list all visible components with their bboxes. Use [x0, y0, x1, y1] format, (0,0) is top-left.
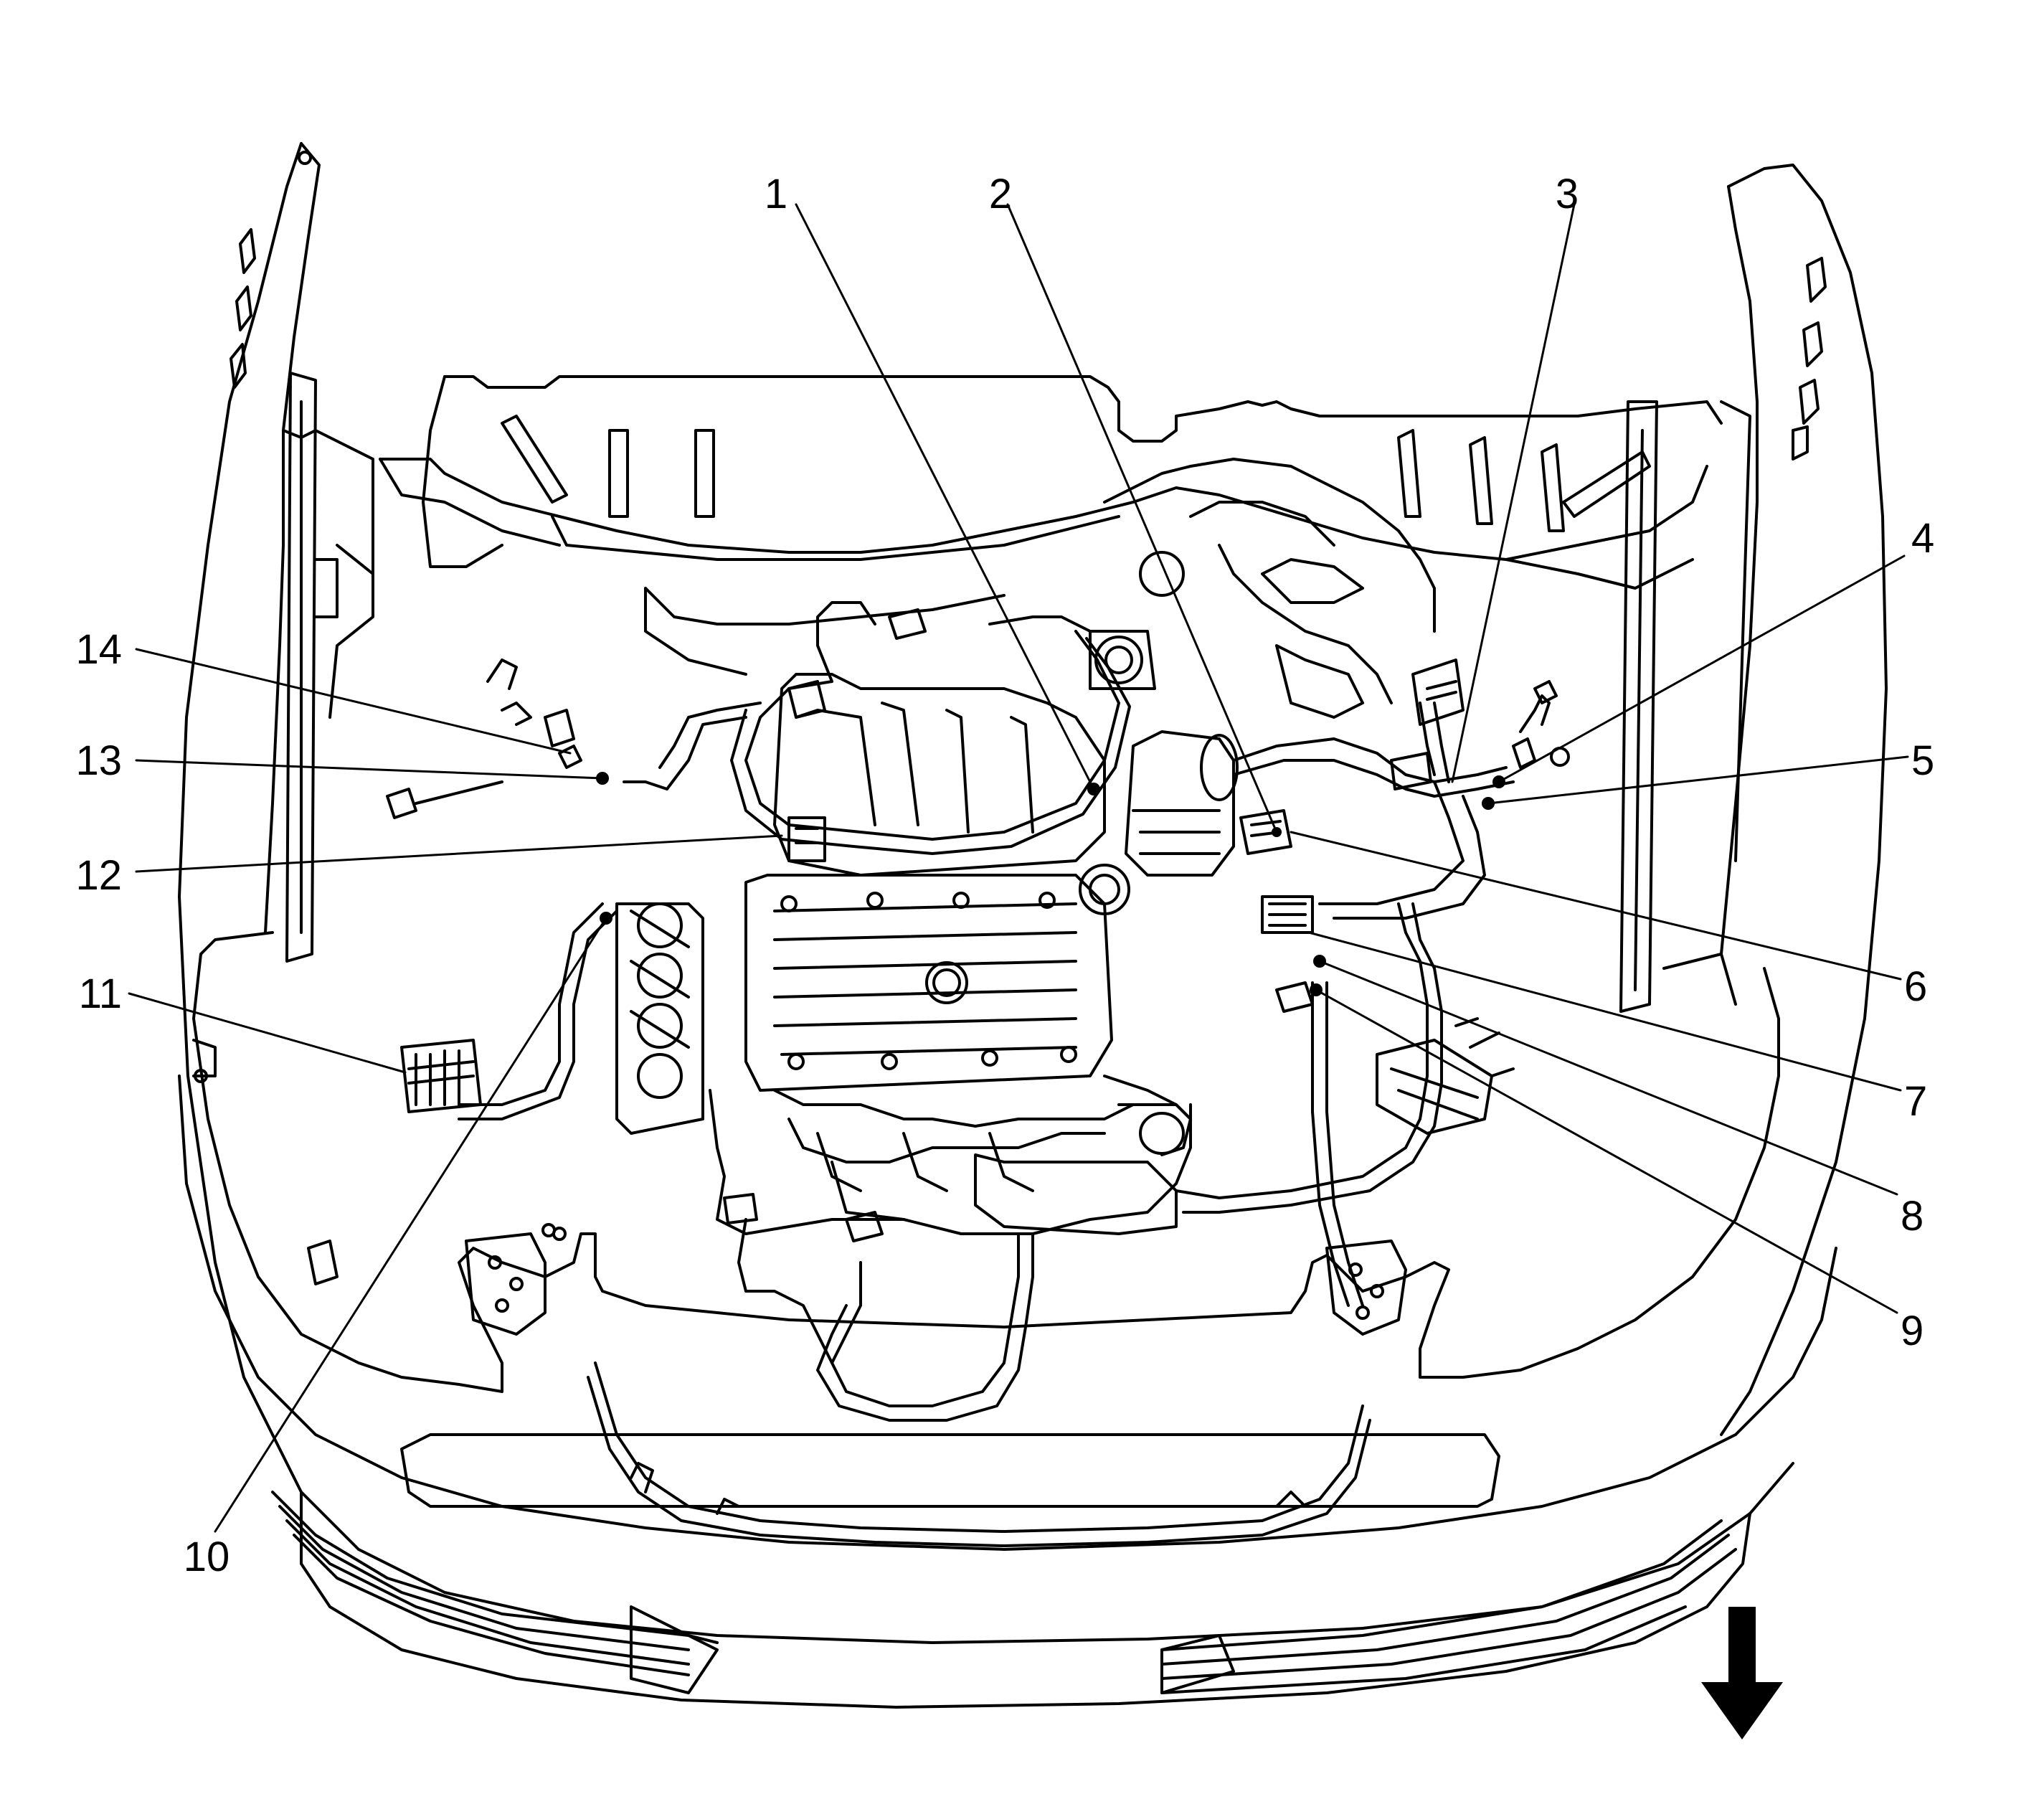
- callout-5: 5: [1911, 737, 1934, 784]
- callout-11: 11: [79, 971, 122, 1017]
- dot-1: [1087, 783, 1100, 796]
- dot-9: [1310, 983, 1323, 996]
- callout-8: 8: [1901, 1193, 1924, 1240]
- leader-4: [1497, 554, 1906, 783]
- dot-5: [1482, 797, 1495, 810]
- callout-10: 10: [184, 1534, 230, 1580]
- leader-7: [1307, 931, 1902, 1092]
- callout-numbers: 1 2 3 4 5 6 7 8 9 10 11 12 13 14: [75, 171, 1934, 1580]
- callout-3: 3: [1556, 171, 1579, 217]
- callout-7: 7: [1904, 1078, 1927, 1125]
- dot-10: [600, 912, 612, 925]
- leader-1: [795, 203, 1095, 790]
- leader-3: [1451, 203, 1576, 783]
- front-bumper: [178, 953, 1837, 1709]
- leader-12: [135, 834, 783, 873]
- dot-2: [1272, 827, 1282, 837]
- leader-10: [214, 917, 607, 1533]
- left-fender: [178, 142, 374, 1436]
- engine-assembly: [615, 551, 1239, 1235]
- callout-leaders: [128, 203, 1909, 1533]
- callout-1: 1: [765, 171, 787, 217]
- callout-13: 13: [75, 737, 122, 784]
- leader-11: [128, 992, 407, 1074]
- callout-14: 14: [75, 626, 122, 673]
- callout-dots: [596, 772, 1505, 996]
- down-arrow-icon: [1701, 1607, 1783, 1739]
- callout-2: 2: [989, 171, 1012, 217]
- cowl-firewall: [379, 375, 1723, 719]
- right-fender: [1619, 164, 1888, 1436]
- leader-6: [1290, 831, 1902, 981]
- dot-4: [1492, 775, 1505, 788]
- callout-4: 4: [1911, 515, 1934, 562]
- leader-9: [1315, 988, 1898, 1314]
- leader-5: [1487, 755, 1909, 805]
- wiring-harness: [458, 601, 1515, 1422]
- dot-13: [596, 772, 609, 785]
- leader-2: [1006, 203, 1278, 834]
- leader-14: [135, 648, 572, 755]
- leader-13: [135, 759, 604, 780]
- dot-8: [1313, 955, 1326, 968]
- callout-12: 12: [75, 852, 122, 899]
- callout-9: 9: [1901, 1308, 1924, 1354]
- callout-6: 6: [1904, 963, 1927, 1010]
- leader-8: [1318, 960, 1898, 1196]
